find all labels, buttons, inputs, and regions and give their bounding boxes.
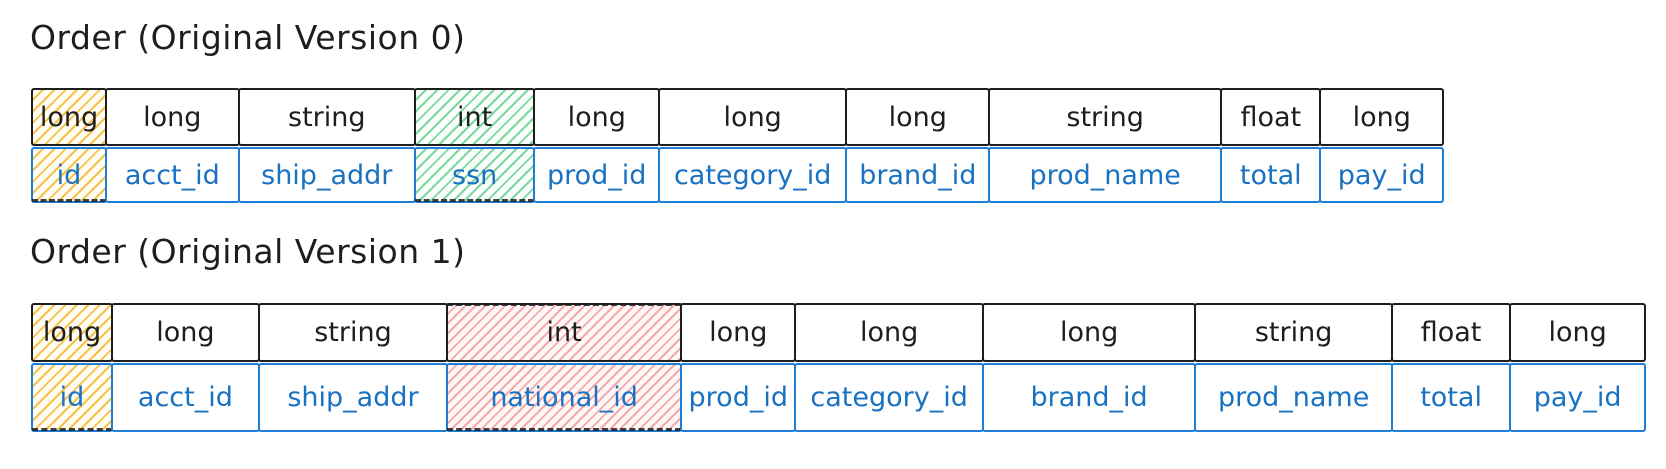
type-cell: long <box>1319 88 1444 146</box>
type-cell: float <box>1220 88 1322 146</box>
field-name-cell: total <box>1390 363 1512 432</box>
type-cell: string <box>237 88 416 146</box>
type-cell: int <box>413 88 536 146</box>
type-cell: long <box>1509 303 1646 362</box>
field-name-cell: brand_id <box>981 363 1197 432</box>
type-cell: long <box>658 88 848 146</box>
field-name-cell: prod_name <box>1194 363 1393 432</box>
field-name-cell: id <box>31 363 113 432</box>
type-cell: float <box>1390 303 1512 362</box>
type-cell: long <box>533 88 660 146</box>
type-cell: long <box>981 303 1197 362</box>
field-name-cell: total <box>1220 147 1322 203</box>
field-name-cell: pay_id <box>1509 363 1646 432</box>
field-name-cell: ssn <box>413 147 536 203</box>
type-cell: string <box>1194 303 1393 362</box>
field-name-cell: category_id <box>794 363 984 432</box>
field-name-cell: national_id <box>446 363 683 432</box>
type-cell: long <box>31 303 113 362</box>
type-cell: string <box>988 88 1223 146</box>
field-name-cell: pay_id <box>1319 147 1444 203</box>
type-cell: long <box>104 88 240 146</box>
table-title-version-1: Order (Original Version 1) <box>30 232 466 271</box>
field-name-cell: acct_id <box>104 147 240 203</box>
field-name-cell: category_id <box>658 147 848 203</box>
field-name-cell: id <box>31 147 107 203</box>
type-cell: long <box>31 88 107 146</box>
type-cell: long <box>845 88 991 146</box>
type-cell: string <box>257 303 449 362</box>
type-cell: long <box>111 303 260 362</box>
type-cell: long <box>680 303 797 362</box>
field-name-cell: ship_addr <box>237 147 416 203</box>
field-name-cell: acct_id <box>111 363 260 432</box>
field-name-cell: ship_addr <box>257 363 449 432</box>
field-name-cell: prod_id <box>533 147 660 203</box>
type-cell: long <box>794 303 984 362</box>
field-name-cell: prod_id <box>680 363 797 432</box>
table-title-version-0: Order (Original Version 0) <box>30 18 466 57</box>
field-name-cell: brand_id <box>845 147 991 203</box>
type-cell: int <box>446 303 683 362</box>
field-name-cell: prod_name <box>988 147 1223 203</box>
